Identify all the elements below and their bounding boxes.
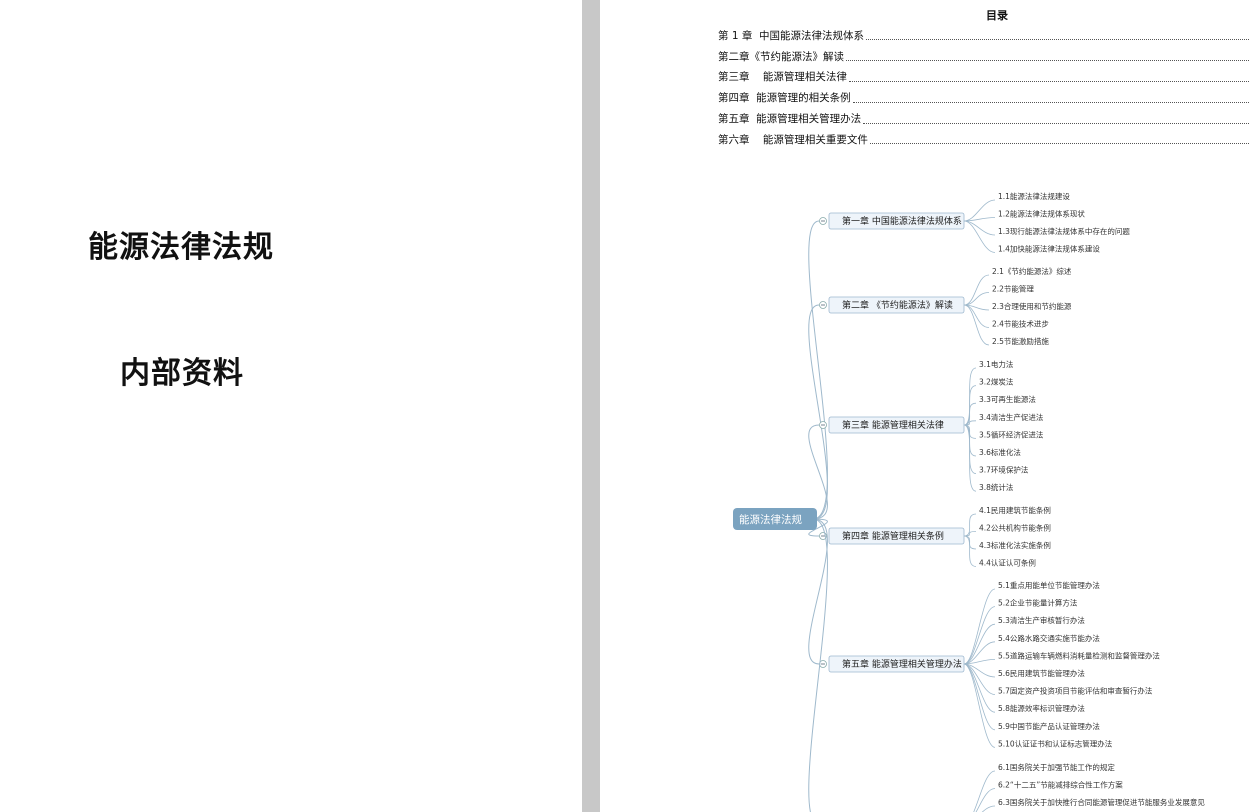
mindmap-item[interactable]: 5.7固定资产投资项目节能评估和审查暂行办法 [998,686,1153,696]
mindmap-item[interactable]: 3.8统计法 [979,482,1014,492]
mindmap-item[interactable]: 3.1电力法 [979,359,1014,369]
mindmap-diagram: 第一章 中国能源法律法规体系 1.1能源法律法规建设 1.2能源法律法规体系现状 1.… [733,191,1205,812]
dot-leader [852,101,1249,103]
cover-page: 能源法律法规 内部资料 [0,0,582,812]
root-label: 能源法律法规 [739,513,802,526]
mindmap-item[interactable]: 1.3现行能源法律法规体系中存在的问题 [998,226,1130,236]
chapter-to-item-connector [963,220,996,253]
chapter-label: 第五章 能源管理相关管理办法 [842,658,962,670]
cover-subtitle: 内部资料 [120,356,244,391]
chapter-to-item-connector [975,788,996,812]
chapter-to-item-connector [963,304,990,346]
chapter-to-item-connector [963,606,996,665]
toc-entry[interactable]: 第二章《节约能源法》解读 [718,46,1249,67]
mindmap-item[interactable]: 4.1民用建筑节能条例 [979,505,1051,515]
root-to-chapter-connector [808,220,828,520]
mindmap-item[interactable]: 4.3标准化法实施条例 [979,540,1051,550]
chapter-label: 第一章 中国能源法律法规体系 [842,215,962,227]
mindmap-item[interactable]: 2.4节能技术进步 [992,319,1049,329]
chapter-to-item-connector [963,274,990,306]
mindmap-item[interactable]: 5.3清洁生产审核暂行办法 [998,615,1085,625]
mindmap-item[interactable]: 3.4清洁生产促进法 [979,412,1044,422]
dot-leader [848,80,1249,82]
dot-leader [869,142,1249,145]
toc-entry[interactable]: 第五章 能源管理相关管理办法 [718,108,1249,129]
root-to-chapter-connector [808,304,828,520]
chapter-label: 第三章 能源管理相关法律 [842,419,944,431]
chapter-label: 第四章 能源管理相关条例 [842,530,944,542]
root-to-chapter-connector [808,518,828,537]
toc-entry[interactable]: 第六章 能源管理相关重要文件 [718,129,1249,150]
chapter-to-item-connector [963,513,977,537]
chapter-to-item-connector [963,663,996,748]
mindmap-item[interactable]: 5.2企业节能量计算方法 [998,598,1078,608]
chapter-to-item-connector [963,588,996,665]
cover-title: 能源法律法规 [88,230,274,265]
mindmap-item[interactable]: 4.4认证认可条例 [979,558,1036,568]
mindmap-item[interactable]: 5.8能源效率标识管理办法 [998,703,1085,713]
mindmap-item[interactable]: 5.6民用建筑节能管理办法 [998,668,1085,678]
chapter-to-item-connector [963,663,996,731]
chapter-to-item-connector [963,199,996,222]
root-node[interactable] [733,508,817,530]
chapter-to-item-connector [963,402,977,426]
root-to-chapter-connector [808,518,828,665]
mindmap-item[interactable]: 5.4公路水路交通实施节能办法 [998,633,1100,643]
mindmap-item[interactable]: 6.1国务院关于加强节能工作的规定 [998,762,1115,772]
chapter-to-item-connector [963,292,990,306]
dot-leader [846,59,1249,62]
mindmap-item[interactable]: 3.5循环经济促进法 [979,429,1044,439]
chapter-to-item-connector [963,531,977,537]
chapter-to-item-connector [981,805,996,812]
mindmap-item[interactable]: 2.3合理使用和节约能源 [992,301,1072,311]
mindmap-item[interactable]: 3.2煤炭法 [979,377,1014,387]
mindmap-item[interactable]: 2.5节能激励措施 [992,336,1049,346]
mindmap-item[interactable]: 4.2公共机构节能条例 [979,523,1051,533]
chapter-to-item-connector [963,424,977,492]
mindmap-item[interactable]: 6.2“十二五”节能减排综合性工作方案 [998,780,1123,790]
toc-page[interactable]: 目录 第 1 章 中国能源法律法规体系 第二章《节约能源法》解读 第三章 能源管… [600,0,1249,812]
toc-entry[interactable]: 第四章 能源管理的相关条例 [718,87,1249,108]
mindmap-item[interactable]: 1.4加快能源法律法规体系建设 [998,244,1100,254]
dot-leader [866,38,1249,41]
mindmap-item[interactable]: 2.1《节约能源法》综述 [992,266,1072,276]
chapter-to-item-connector [963,623,996,665]
dot-leader [863,122,1249,124]
chapter-to-item-connector [963,659,996,665]
mindmap-item[interactable]: 1.1能源法律法规建设 [998,191,1070,201]
mindmap-item[interactable]: 2.2节能管理 [992,284,1034,294]
toc-heading: 目录 [986,9,1008,22]
page-gutter [582,0,600,812]
mindmap-item[interactable]: 3.6标准化法 [979,447,1021,457]
mindmap-item[interactable]: 3.3可再生能源法 [979,394,1036,404]
chapter-to-item-connector [963,385,977,426]
mindmap-item[interactable]: 3.7环境保护法 [979,465,1029,475]
chapter-to-item-connector [963,641,996,665]
chapter-to-item-connector [963,304,990,328]
mindmap-item[interactable]: 6.3国务院关于加快推行合同能源管理促进节能服务业发展意见 [998,797,1205,807]
toc-entry[interactable]: 第三章 能源管理相关法律 [718,67,1249,88]
root-to-chapter-connector [808,424,828,520]
toc-entry[interactable]: 第 1 章 中国能源法律法规体系 [718,25,1249,46]
mindmap-item[interactable]: 5.9中国节能产品认证管理办法 [998,721,1100,731]
root-to-chapter-connector [808,518,828,812]
toc-list: 第 1 章 中国能源法律法规体系 第二章《节约能源法》解读 第三章 能源管理相关… [718,25,1249,150]
chapter-to-item-connector [973,770,996,812]
mindmap-item[interactable]: 5.10认证证书和认证标志管理办法 [998,738,1113,748]
chapter-label: 第二章 《节约能源法》解读 [842,299,953,311]
chapter-to-item-connector [963,217,996,222]
mindmap-item[interactable]: 5.5道路运输车辆燃料消耗量检测和监督管理办法 [998,650,1160,660]
mindmap-item[interactable]: 1.2能源法律法规体系现状 [998,209,1085,219]
mindmap-item[interactable]: 5.1重点用能单位节能管理办法 [998,580,1100,590]
chapter-to-item-connector [963,535,977,567]
